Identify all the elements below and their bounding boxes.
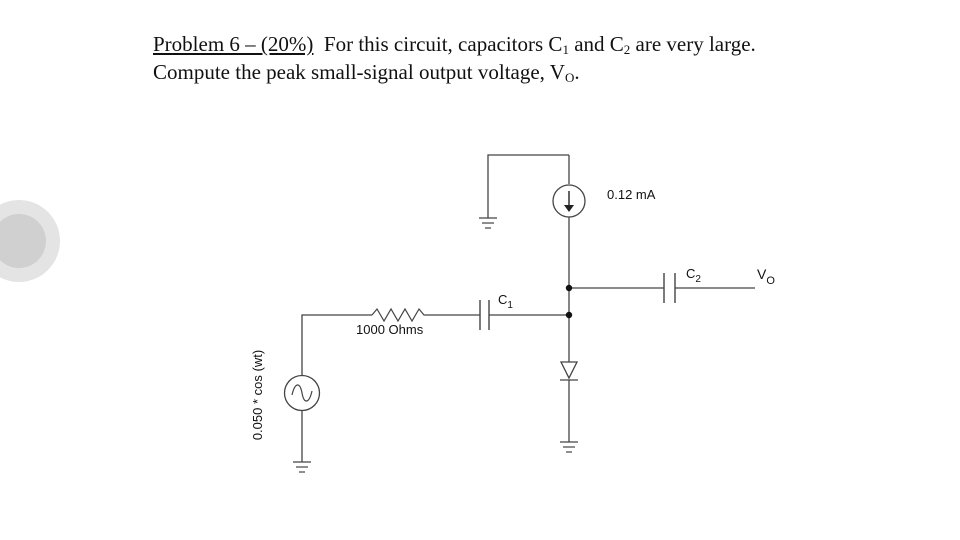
diode-icon	[559, 361, 579, 381]
vo-letter: V	[757, 266, 767, 282]
c1-letter: C	[498, 292, 507, 307]
circuit-wires	[301, 154, 755, 462]
slide-nav-button[interactable]	[0, 200, 60, 282]
c2-subscript: 2	[695, 274, 701, 285]
junction-dot-input	[565, 311, 573, 319]
wire-source-to-resistor	[301, 314, 372, 375]
problem-text-1c: are very large.	[630, 32, 756, 56]
capacitor-c1-icon	[479, 300, 490, 330]
wire-top-loop	[487, 154, 569, 218]
problem-line-2: Compute the peak small-signal output vol…	[153, 58, 913, 86]
c1-subscript: 1	[507, 300, 513, 311]
problem-text-2a: Compute the peak small-signal output vol…	[153, 60, 565, 84]
source-label: 0.050 * cos (wt)	[250, 350, 265, 440]
c1-label: C1	[498, 292, 513, 311]
ac-voltage-source-icon	[283, 374, 321, 412]
problem-text-1a: For this circuit, capacitors C	[323, 32, 563, 56]
c2-label: C2	[686, 266, 701, 285]
current-source-icon	[552, 184, 586, 218]
resistor-label: 1000 Ohms	[356, 322, 424, 337]
ground-icon	[560, 441, 578, 453]
resistor-icon	[371, 307, 428, 323]
problem-heading: Problem 6 – (20%)	[153, 32, 314, 56]
problem-c1-sub: 1	[562, 42, 569, 57]
c2-letter: C	[686, 266, 695, 281]
vo-label: VO	[757, 266, 775, 287]
capacitor-c2-icon	[663, 273, 676, 303]
problem-statement: Problem 6 – (20%) For this circuit, capa…	[153, 30, 913, 86]
problem-text-2b: .	[574, 60, 580, 84]
problem-c2-sub: 2	[623, 42, 631, 57]
ground-icon	[479, 217, 497, 229]
vo-subscript: O	[766, 275, 775, 287]
junction-dot-output	[565, 284, 573, 292]
problem-line-1: Problem 6 – (20%) For this circuit, capa…	[153, 30, 913, 58]
problem-text-1b: and C	[568, 32, 624, 56]
current-label: 0.12 mA	[607, 187, 656, 202]
problem-vo-sub: O	[564, 70, 575, 85]
ground-icon	[293, 461, 311, 473]
slide-nav-inner	[0, 214, 46, 268]
